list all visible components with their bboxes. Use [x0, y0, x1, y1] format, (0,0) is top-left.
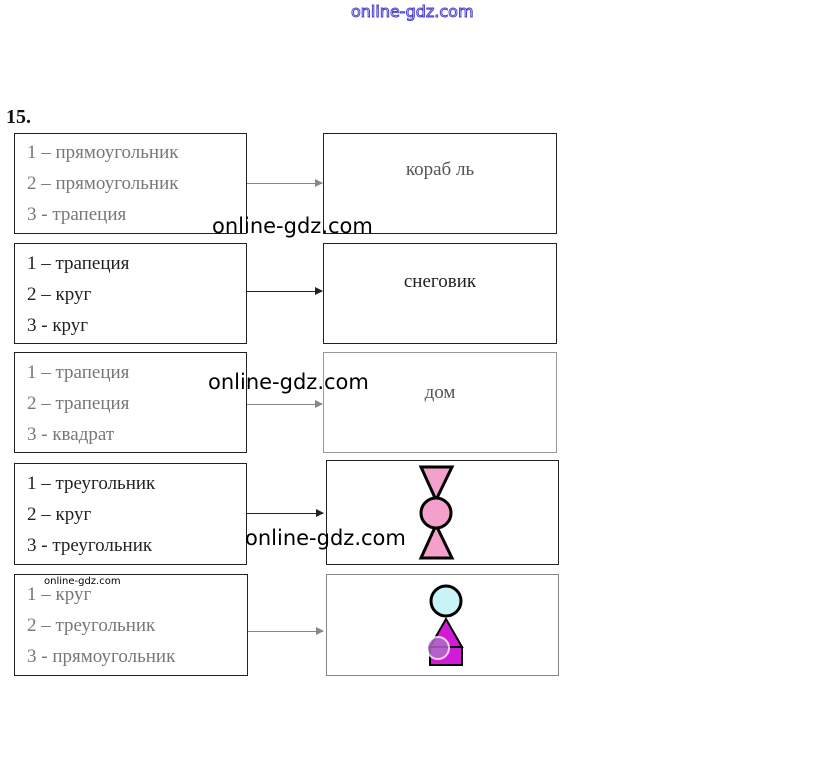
answer-box-4 — [326, 460, 559, 565]
answer-label: снеговик — [403, 271, 477, 292]
answer-box-5 — [326, 574, 559, 676]
arrow — [247, 179, 323, 187]
shape-line: 2 – трапеция — [27, 393, 130, 414]
bow-figure-icon — [418, 465, 455, 560]
watermark-top: online-gdz.com — [351, 2, 475, 22]
shapes-box-2: 1 – трапеция 2 – круг 3 - круг — [14, 243, 247, 344]
shape-line: 2 – треугольник — [27, 615, 156, 636]
arrow — [247, 509, 324, 517]
shape-line: 1 – круг — [27, 584, 92, 605]
shapes-box-4: 1 – треугольник 2 – круг 3 - треугольник — [14, 463, 247, 565]
shape-line: 3 - квадрат — [27, 424, 115, 445]
person-figure-icon — [426, 584, 464, 666]
shape-line: 3 - круг — [27, 315, 89, 336]
answer-label: кораб ль — [405, 159, 475, 180]
answer-box-2: снеговик — [323, 243, 557, 344]
shape-line: 1 – треугольник — [27, 473, 156, 494]
watermark: online-gdz.com — [208, 370, 369, 394]
shape-line: 3 - прямоугольник — [27, 646, 176, 667]
shape-line: 2 – круг — [27, 504, 92, 525]
shapes-box-1: 1 – прямоугольник 2 – прямоугольник 3 - … — [14, 133, 247, 234]
shapes-box-3: 1 – трапеция 2 – трапеция 3 - квадрат — [14, 352, 247, 453]
shape-line: 1 – трапеция — [27, 253, 130, 274]
arrow — [248, 627, 324, 635]
watermark: online-gdz.com — [245, 526, 406, 550]
shape-line: 1 – прямоугольник — [27, 142, 179, 163]
shape-line: 2 – круг — [27, 284, 92, 305]
answer-box-3: дом — [323, 352, 557, 453]
shape-line: 1 – трапеция — [27, 362, 130, 383]
task-number: 15. — [6, 106, 31, 128]
watermark: online-gdz.com — [212, 214, 373, 238]
arrow — [247, 400, 323, 408]
answer-box-1: кораб ль — [323, 133, 557, 234]
answer-label: дом — [424, 382, 456, 403]
shapes-box-5: 1 – круг 2 – треугольник 3 - прямоугольн… — [14, 574, 248, 676]
shape-line: 2 – прямоугольник — [27, 173, 179, 194]
watermark-small: online-gdz.com — [44, 576, 121, 587]
shape-line: 3 - трапеция — [27, 204, 127, 225]
shape-line: 3 - треугольник — [27, 535, 153, 556]
arrow — [247, 287, 323, 295]
